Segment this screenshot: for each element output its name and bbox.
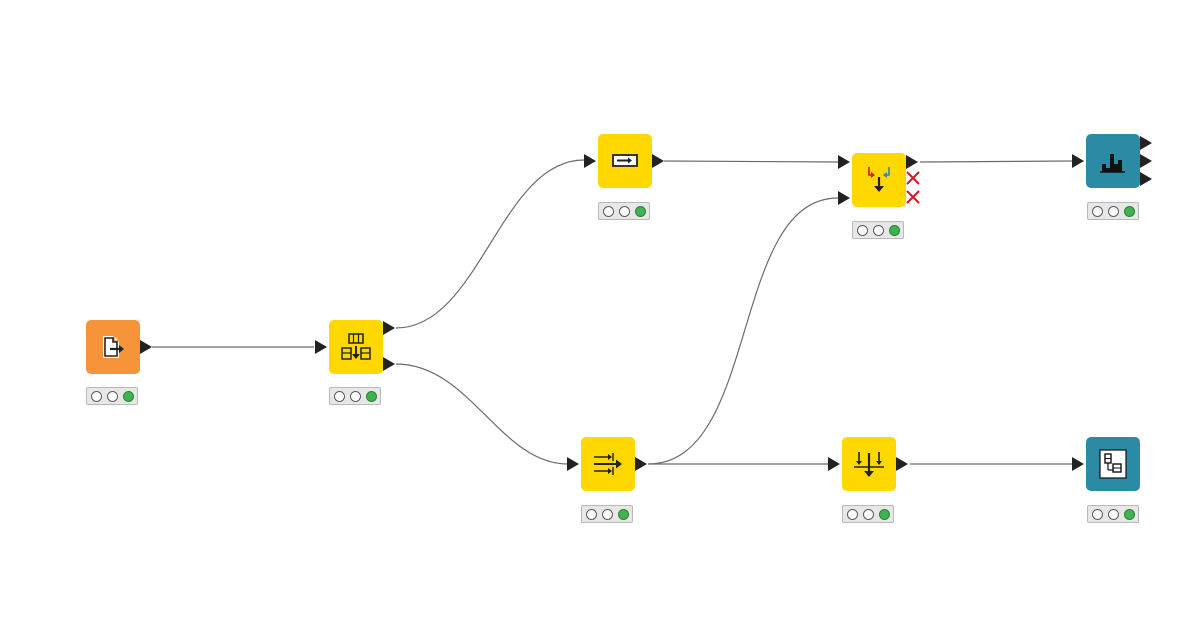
status-light-yellow xyxy=(602,509,613,520)
status-light-yellow xyxy=(863,509,874,520)
connection-splitter-to-filter xyxy=(395,363,569,465)
status-light-yellow xyxy=(619,206,630,217)
status-light-red xyxy=(91,391,102,402)
status-light-green xyxy=(879,509,890,520)
status-light-red xyxy=(334,391,345,402)
status-light-red xyxy=(603,206,614,217)
input-port[interactable] xyxy=(567,457,579,471)
output-port-1[interactable] xyxy=(1140,136,1152,150)
image-viewer-node[interactable] xyxy=(1086,437,1140,491)
output-port-2[interactable] xyxy=(1140,154,1152,168)
status-light-red xyxy=(857,225,868,236)
node-status-lights xyxy=(1087,202,1139,220)
output-port[interactable] xyxy=(652,154,664,168)
connection-splitter-to-string xyxy=(395,159,585,329)
status-light-red xyxy=(847,509,858,520)
output-port[interactable] xyxy=(635,457,647,471)
input-port-bottom[interactable] xyxy=(838,191,850,205)
concatenate-icon xyxy=(868,167,890,192)
string-manipulation-node[interactable] xyxy=(598,134,652,188)
output-port-3[interactable] xyxy=(1140,172,1152,186)
node-status-lights xyxy=(852,221,904,239)
node-status-lights xyxy=(598,202,650,220)
connection-string-to-concat xyxy=(663,160,839,163)
concatenate-node[interactable] xyxy=(852,153,906,207)
status-light-yellow xyxy=(1108,509,1119,520)
column-filter-icon xyxy=(594,453,622,475)
node-status-lights xyxy=(86,387,138,405)
sorter-node[interactable] xyxy=(842,437,896,491)
report-chart-node[interactable] xyxy=(1086,134,1140,188)
status-light-red xyxy=(1092,509,1103,520)
input-port[interactable] xyxy=(1072,457,1084,471)
status-light-yellow xyxy=(350,391,361,402)
inactive-port-cross-icon xyxy=(906,171,920,185)
sort-down-icon xyxy=(854,452,884,477)
string-box-icon xyxy=(612,154,638,167)
inactive-port-cross-icon xyxy=(906,190,920,204)
output-port[interactable] xyxy=(906,155,918,169)
status-light-green xyxy=(635,206,646,217)
input-port[interactable] xyxy=(1072,154,1084,168)
status-light-green xyxy=(366,391,377,402)
status-light-green xyxy=(618,509,629,520)
row-split-icon xyxy=(341,333,371,360)
input-port[interactable] xyxy=(315,340,327,354)
input-port[interactable] xyxy=(584,154,596,168)
node-status-lights xyxy=(1087,505,1139,523)
file-reader-node[interactable] xyxy=(86,320,140,374)
bar-chart-icon xyxy=(1100,154,1125,173)
output-port-top[interactable] xyxy=(383,321,395,335)
node-status-lights xyxy=(329,387,381,405)
output-port[interactable] xyxy=(896,457,908,471)
status-light-red xyxy=(586,509,597,520)
status-light-yellow xyxy=(873,225,884,236)
status-light-yellow xyxy=(107,391,118,402)
status-light-yellow xyxy=(1108,206,1119,217)
status-light-green xyxy=(1124,206,1135,217)
image-view-icon xyxy=(1099,449,1127,479)
output-port[interactable] xyxy=(140,340,152,354)
column-filter-node[interactable] xyxy=(581,437,635,491)
status-light-green xyxy=(889,225,900,236)
connection-concat-to-chart xyxy=(919,160,1073,163)
file-export-icon xyxy=(103,336,124,358)
input-port[interactable] xyxy=(828,457,840,471)
status-light-green xyxy=(1124,509,1135,520)
connection-filter-to-concat xyxy=(647,197,839,465)
status-light-green xyxy=(123,391,134,402)
node-status-lights xyxy=(581,505,633,523)
row-splitter-node[interactable] xyxy=(329,320,383,374)
output-port-bottom[interactable] xyxy=(383,357,395,371)
input-port-top[interactable] xyxy=(838,155,850,169)
status-light-red xyxy=(1092,206,1103,217)
node-status-lights xyxy=(842,505,894,523)
